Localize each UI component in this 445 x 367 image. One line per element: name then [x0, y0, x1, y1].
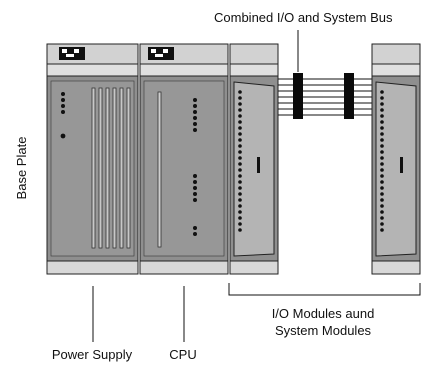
- bus-connector-block: [344, 73, 354, 119]
- io-module-led-column: [380, 90, 384, 232]
- system-bus: [278, 30, 372, 119]
- cpu-module: [139, 43, 229, 275]
- logo-icon: [59, 47, 85, 60]
- io-modules-label-line1: I/O Modules aund: [272, 306, 375, 321]
- io-module-front-cover: [375, 81, 417, 257]
- io-modules-bracket: [228, 283, 421, 296]
- io-module-top-band: [229, 63, 279, 77]
- cooling-vents: [91, 87, 131, 249]
- base-plate-label: Base Plate: [14, 137, 29, 200]
- led-indicators: [60, 92, 66, 139]
- io-module-top-band: [371, 63, 421, 77]
- io-modules-label-line2: System Modules: [275, 323, 372, 338]
- power-supply-label: Power Supply: [52, 347, 133, 362]
- io-module-bottom-band: [229, 260, 279, 275]
- bus-lines: [278, 78, 372, 116]
- logo-icon: [148, 47, 174, 60]
- cpu-label: CPU: [169, 347, 196, 362]
- bus-label: Combined I/O and System Bus: [214, 10, 393, 25]
- power-supply-top-band: [46, 63, 139, 77]
- io-module-top-strip: [229, 43, 279, 65]
- power-supply-bottom-band: [46, 260, 139, 275]
- io-module-1: [229, 43, 279, 275]
- cpu-face: [143, 80, 225, 257]
- io-module-top-strip: [371, 43, 421, 65]
- io-module-handle: [400, 157, 403, 173]
- io-module-led-column: [238, 90, 242, 232]
- bus-connector-block: [293, 73, 303, 119]
- cpu-slot: [157, 91, 162, 248]
- cpu-led-indicators: [193, 98, 197, 236]
- cpu-top-band: [139, 63, 229, 77]
- io-module-2: [371, 43, 421, 275]
- io-module-bottom-band: [371, 260, 421, 275]
- io-module-handle: [257, 157, 260, 173]
- power-supply-module: [46, 43, 139, 275]
- cpu-bottom-band: [139, 260, 229, 275]
- io-module-front-cover: [233, 81, 275, 257]
